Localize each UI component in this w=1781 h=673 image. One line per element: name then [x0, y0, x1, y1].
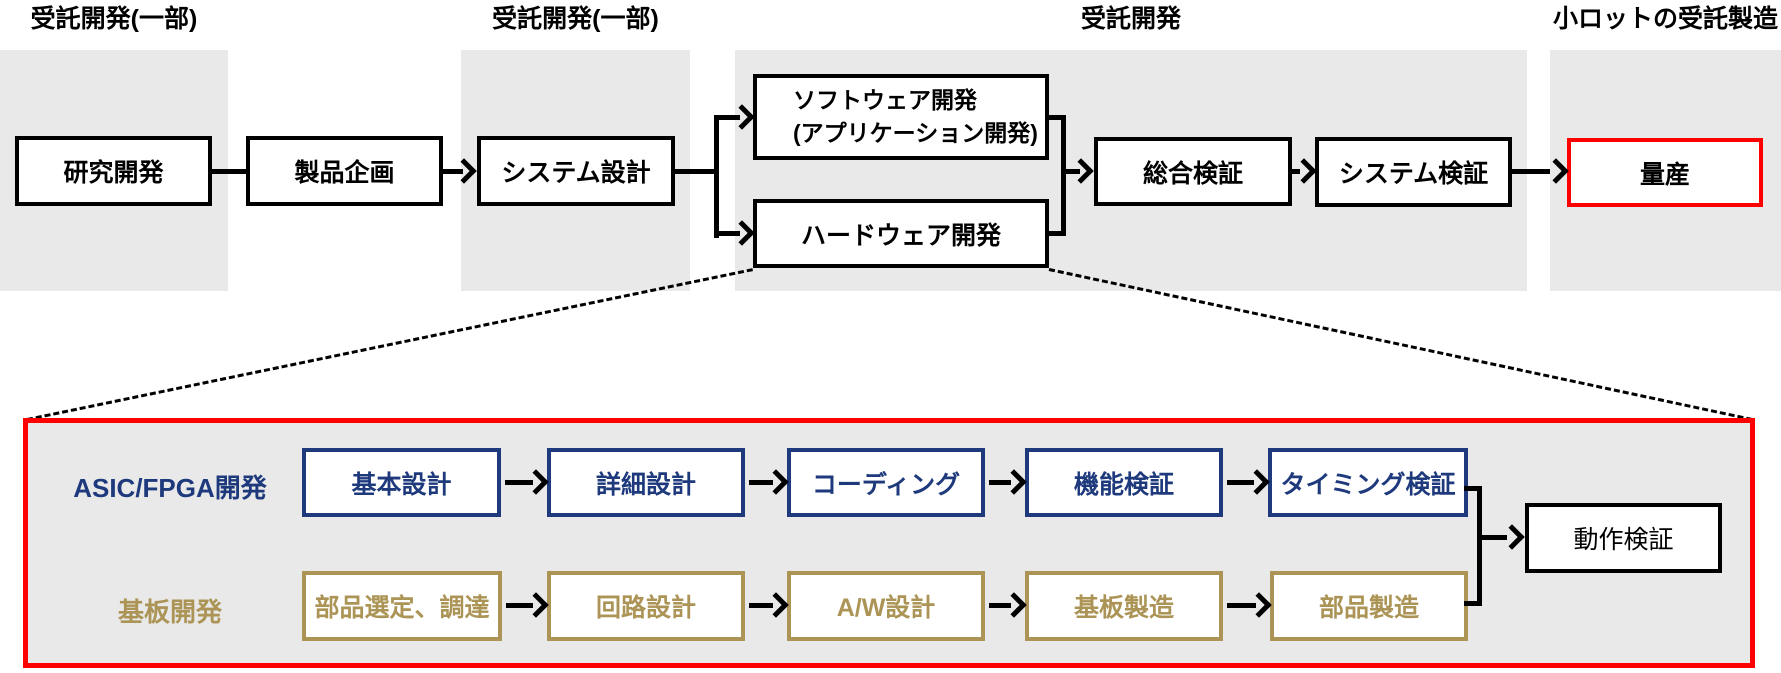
- board-connector-1: [506, 603, 533, 608]
- asic-connector-1: [505, 480, 533, 485]
- branch-shaft-hardware: [714, 231, 740, 236]
- flow-box-product-planning: 製品企画: [246, 136, 443, 206]
- detail-merge-vertical-line: [1477, 486, 1482, 606]
- flow-box-software-development: ソフトウェア開発 (アプリケーション開発): [753, 74, 1049, 160]
- detail-merge-shaft: [1477, 535, 1507, 540]
- asic-step-detailed-design: 詳細設計: [547, 448, 745, 517]
- asic-step-basic-design: 基本設計: [302, 448, 501, 517]
- board-step-circuit-design: 回路設計: [547, 571, 745, 641]
- flow-box-research-development: 研究開発: [15, 136, 212, 206]
- phase-label-small-lot-manufacturing: 小ロットの受託製造: [1552, 5, 1778, 33]
- connector-systemtest-to-massproduction: [1510, 169, 1550, 174]
- board-step-board-manufacturing: 基板製造: [1025, 571, 1223, 641]
- branch-stub-systemdesign: [675, 169, 719, 174]
- software-dev-line1: ソフトウェア開発: [793, 86, 977, 113]
- merge-vertical-line: [1061, 115, 1066, 236]
- asic-step-function-verification: 機能検証: [1025, 448, 1223, 517]
- asic-connector-4: [1227, 480, 1254, 485]
- board-connector-2: [749, 603, 773, 608]
- branch-shaft-software: [714, 115, 740, 120]
- asic-connector-3: [989, 480, 1011, 485]
- asic-step-timing-verification: タイミング検証: [1268, 448, 1468, 517]
- merge-stub-hardware: [1045, 231, 1066, 236]
- detail-box-operation-verification: 動作検証: [1525, 503, 1722, 573]
- asic-connector-2: [749, 480, 773, 485]
- phase-label-contract-dev: 受託開発: [1080, 5, 1181, 33]
- flow-box-mass-production: 量産: [1567, 138, 1763, 207]
- connector-research-to-planning: [212, 169, 246, 174]
- row-label-asic-fpga: ASIC/FPGA開発: [73, 473, 267, 503]
- board-step-aw-design: A/W設計: [787, 571, 985, 641]
- software-dev-line2: (アプリケーション開発): [793, 120, 1038, 146]
- connector-planning-to-systemdesign: [441, 169, 463, 174]
- flow-box-system-design: システム設計: [477, 136, 675, 206]
- merge-shaft-integration: [1061, 169, 1080, 174]
- detail-merge-stub-board: [1464, 601, 1482, 606]
- board-step-parts-selection: 部品選定、調達: [302, 571, 502, 641]
- detail-merge-stub-asic: [1464, 486, 1482, 491]
- board-connector-4: [1227, 603, 1256, 608]
- board-step-parts-manufacturing: 部品製造: [1270, 571, 1468, 641]
- branch-vertical-line: [714, 115, 719, 238]
- connector-integration-to-systemtest: [1290, 169, 1300, 174]
- asic-step-coding: コーディング: [787, 448, 985, 517]
- phase-label-contract-dev-partial-2: 受託開発(一部): [492, 5, 659, 33]
- board-connector-3: [989, 603, 1011, 608]
- merge-stub-software: [1045, 115, 1066, 120]
- row-label-board-dev: 基板開発: [117, 597, 222, 627]
- dotted-line-left: [26, 268, 753, 421]
- flow-box-hardware-development: ハードウェア開発: [753, 199, 1049, 268]
- phase-label-contract-dev-partial-1: 受託開発(一部): [30, 5, 198, 33]
- flow-box-system-test: システム検証: [1315, 137, 1512, 207]
- flow-box-integration-test: 総合検証: [1094, 137, 1292, 206]
